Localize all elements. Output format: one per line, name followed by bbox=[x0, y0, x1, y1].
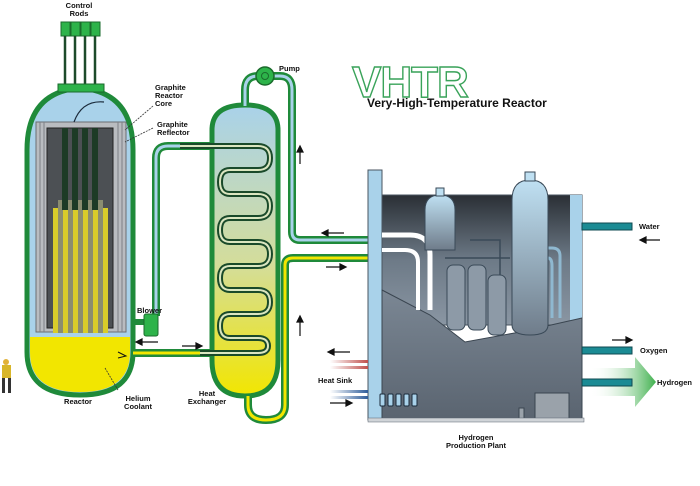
label-heat-exchanger-2: Exchanger bbox=[188, 397, 226, 406]
label-pump: Pump bbox=[279, 64, 300, 73]
label-water: Water bbox=[639, 222, 660, 231]
label-graphite-reflector-1: Graphite bbox=[157, 120, 188, 129]
secondary-loop bbox=[241, 72, 368, 425]
heat-sink-lines bbox=[330, 360, 368, 399]
reactor-vessel bbox=[24, 21, 136, 398]
flow-arrows bbox=[134, 144, 660, 407]
output-pipes bbox=[581, 222, 656, 407]
label-helium-coolant-1: Helium bbox=[125, 394, 150, 403]
label-heat-sink: Heat Sink bbox=[318, 376, 353, 385]
person-scale-figure bbox=[2, 359, 11, 393]
label-graphite-core-1: Graphite bbox=[155, 83, 186, 92]
leader-lines bbox=[104, 105, 154, 391]
label-hydrogen-plant-2: Production Plant bbox=[446, 441, 507, 450]
pump bbox=[255, 66, 275, 86]
label-heat-exchanger-1: Heat bbox=[199, 389, 216, 398]
title-subtitle: Very-High-Temperature Reactor bbox=[367, 96, 547, 110]
label-helium-coolant-2: Coolant bbox=[124, 402, 152, 411]
label-reactor: Reactor bbox=[64, 397, 92, 406]
label-hydrogen-plant-1: Hydrogen bbox=[458, 433, 493, 442]
label-control-rods-1: Control bbox=[66, 1, 93, 10]
label-blower: Blower bbox=[137, 306, 162, 315]
label-control-rods-2: Rods bbox=[70, 9, 89, 18]
title-vhtr: VHTR bbox=[352, 58, 468, 107]
plant-windows bbox=[379, 393, 418, 407]
helium-piping bbox=[133, 142, 235, 357]
label-graphite-reflector-2: Reflector bbox=[157, 128, 190, 137]
label-hydrogen: Hydrogen bbox=[657, 378, 692, 387]
label-oxygen: Oxygen bbox=[640, 346, 668, 355]
label-graphite-core-3: Core bbox=[155, 99, 172, 108]
hydrogen-production-plant bbox=[367, 169, 585, 423]
control-rods bbox=[60, 21, 101, 88]
fuel-channels bbox=[53, 128, 108, 333]
blower bbox=[143, 313, 159, 337]
label-graphite-core-2: Reactor bbox=[155, 91, 183, 100]
heat-exchanger bbox=[180, 102, 281, 399]
